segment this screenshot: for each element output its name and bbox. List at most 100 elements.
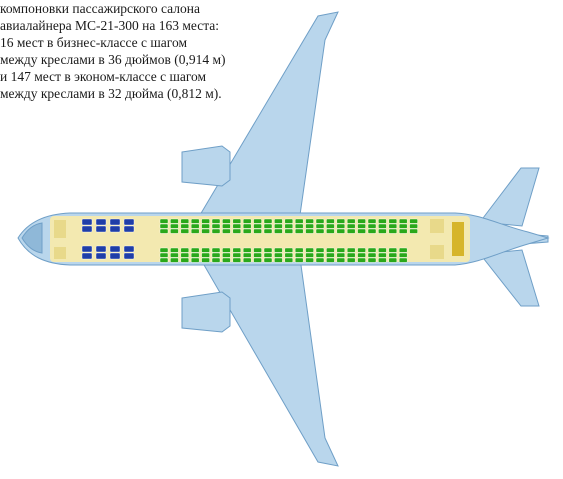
economy-seat: [211, 257, 221, 263]
economy-seat: [378, 257, 387, 263]
economy-seat: [201, 223, 210, 229]
economy-seat: [222, 228, 231, 234]
business-seat: [81, 245, 93, 253]
economy-seat: [336, 223, 345, 229]
business-seat: [95, 218, 107, 226]
economy-seat: [253, 228, 262, 234]
economy-seat: [190, 247, 200, 253]
economy-seat: [253, 252, 262, 258]
economy-seat: [159, 247, 169, 253]
economy-seat: [242, 228, 252, 234]
economy-seat: [367, 228, 377, 234]
economy-seat: [357, 218, 366, 224]
economy-seat: [295, 218, 304, 224]
economy-seat: [295, 252, 304, 258]
economy-seat: [222, 252, 231, 258]
economy-seat: [159, 252, 169, 258]
economy-seat: [295, 223, 304, 229]
caption-line-6: между креслами в 32 дюйма (0,812 м).: [0, 86, 222, 101]
economy-seat: [336, 218, 345, 224]
economy-seat: [242, 247, 252, 253]
economy-seat: [253, 257, 262, 263]
economy-seat: [284, 247, 293, 253]
economy-seat: [378, 218, 387, 224]
economy-seat: [232, 252, 242, 258]
business-seat: [109, 252, 121, 260]
caption-line-3: 16 мест в бизнес-классе с шагом: [0, 35, 188, 50]
economy-seat: [295, 228, 304, 234]
economy-seat: [399, 223, 408, 229]
economy-seat: [180, 252, 190, 258]
economy-seat: [284, 218, 293, 224]
economy-seat: [315, 218, 325, 224]
economy-seat: [326, 228, 335, 234]
economy-seat: [326, 252, 335, 258]
economy-seat: [367, 218, 377, 224]
economy-seat: [315, 252, 325, 258]
business-seat: [81, 225, 93, 233]
economy-seat: [357, 252, 366, 258]
lower-engine: [181, 291, 231, 333]
economy-seat: [159, 218, 169, 224]
economy-seat: [399, 247, 408, 253]
economy-seat: [170, 228, 179, 234]
economy-seat: [190, 252, 200, 258]
economy-seat: [159, 228, 169, 234]
economy-seat: [305, 218, 314, 224]
economy-seat: [284, 257, 293, 263]
caption-line-2: авиалайнера МС-21-300 на 163 места:: [0, 18, 219, 33]
economy-seat: [284, 252, 293, 258]
business-seat: [109, 218, 121, 226]
economy-seat: [190, 218, 200, 224]
economy-seat: [336, 257, 345, 263]
business-seat: [109, 245, 121, 253]
economy-seat: [388, 218, 397, 224]
economy-seat: [315, 223, 325, 229]
economy-seat: [253, 223, 262, 229]
business-seat: [95, 225, 107, 233]
economy-seat: [211, 252, 221, 258]
economy-seat: [170, 218, 179, 224]
economy-seat: [357, 247, 366, 253]
upper-engine: [181, 145, 231, 187]
economy-seat: [388, 247, 397, 253]
economy-seat: [388, 223, 397, 229]
economy-seat: [232, 257, 242, 263]
economy-seat: [274, 228, 283, 234]
economy-seat: [284, 223, 293, 229]
economy-seat: [263, 228, 273, 234]
economy-seat: [336, 228, 345, 234]
aft-galley: [452, 222, 464, 256]
business-seat: [123, 225, 135, 233]
economy-seat: [378, 228, 387, 234]
economy-seat: [180, 218, 190, 224]
economy-seat: [170, 252, 179, 258]
economy-seat: [201, 252, 210, 258]
economy-seat: [388, 252, 397, 258]
economy-seat: [326, 247, 335, 253]
economy-seat: [159, 223, 169, 229]
economy-seat: [263, 218, 273, 224]
caption: компоновки пассажирского салона авиалайн…: [0, 0, 300, 102]
economy-seat: [295, 257, 304, 263]
economy-seat: [367, 247, 377, 253]
economy-seat: [295, 247, 304, 253]
economy-seat: [326, 218, 335, 224]
economy-seat: [211, 218, 221, 224]
economy-seat: [409, 223, 418, 229]
economy-seat: [232, 218, 242, 224]
economy-seat: [211, 223, 221, 229]
economy-seat: [399, 228, 408, 234]
economy-seat: [170, 247, 179, 253]
economy-seat: [263, 257, 273, 263]
caption-line-5: и 147 мест в эконом-классе с шагом: [0, 69, 207, 84]
economy-seat: [357, 228, 366, 234]
economy-seat: [201, 257, 210, 263]
economy-seat: [170, 257, 179, 263]
economy-seat: [180, 247, 190, 253]
economy-seat: [388, 257, 397, 263]
economy-seat: [305, 247, 314, 253]
economy-seat: [232, 228, 242, 234]
